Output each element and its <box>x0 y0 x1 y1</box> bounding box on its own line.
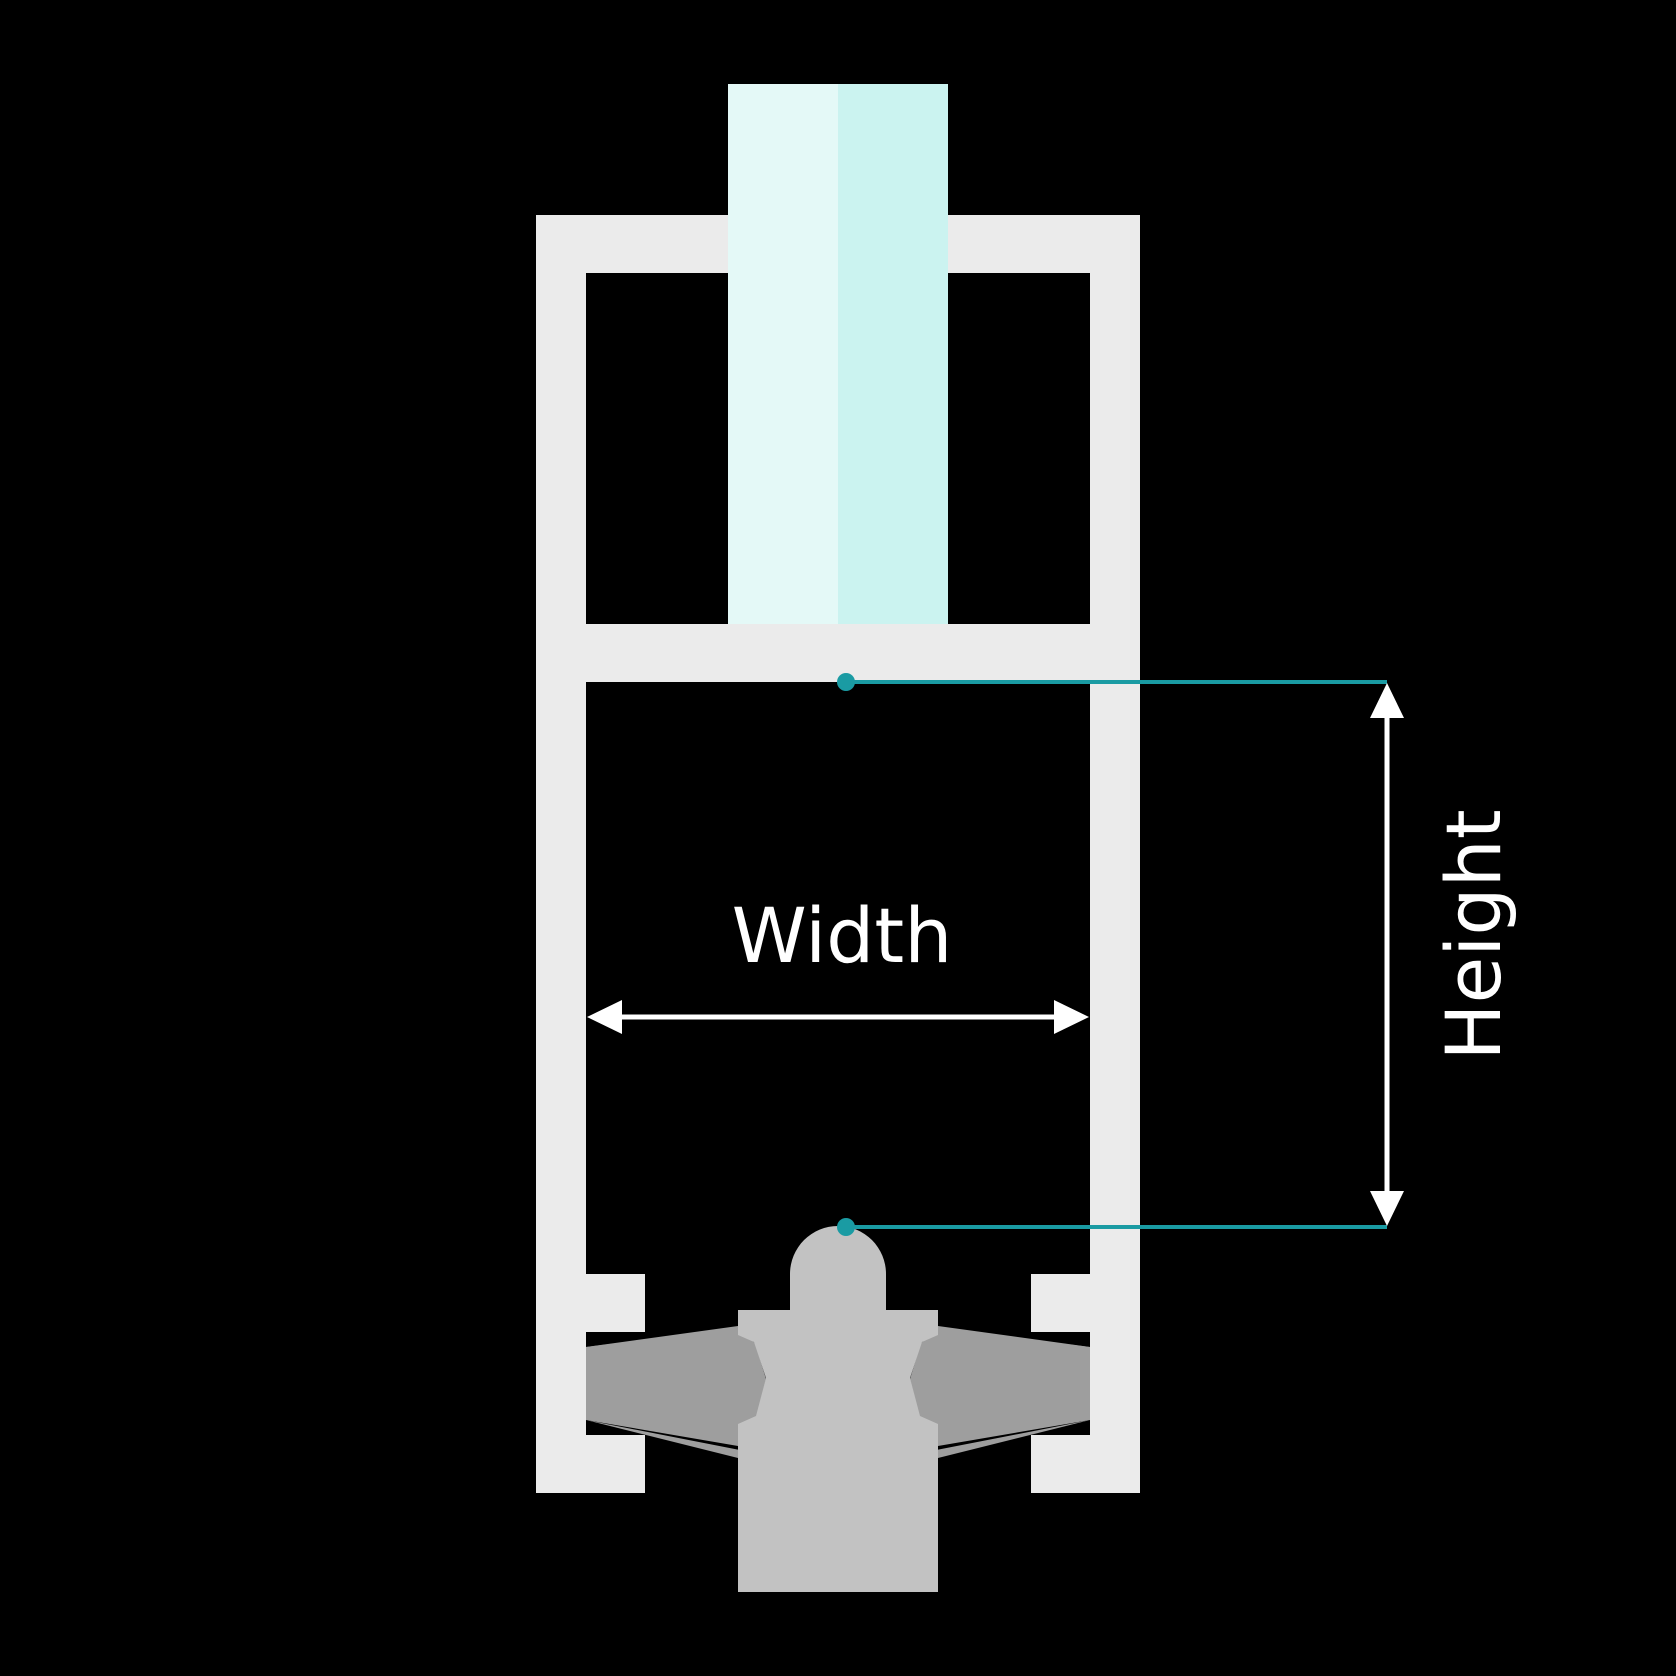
width-arrow-right-head <box>1054 1000 1089 1034</box>
clip-channels <box>536 1274 1140 1493</box>
height-dimension: Height <box>1370 683 1518 1226</box>
connector <box>586 1226 1090 1592</box>
left-fin-upper-edge <box>586 1326 738 1347</box>
width-label: Width <box>732 891 953 980</box>
connector-body <box>738 1226 938 1592</box>
top-reference-dot <box>837 673 855 691</box>
left-fin-lower-tab <box>646 1415 760 1440</box>
right-channel-upper-lip <box>1031 1274 1140 1332</box>
glass-panel <box>728 84 948 624</box>
left-fin-lower-edge <box>586 1420 750 1458</box>
right-fin-lower-edge <box>926 1420 1090 1458</box>
left-fin-shade <box>738 1342 764 1418</box>
left-fin-outer <box>586 1328 766 1446</box>
height-label: Height <box>1429 809 1518 1060</box>
height-arrow-bottom-head <box>1370 1191 1404 1226</box>
height-arrow-top-head <box>1370 683 1404 718</box>
width-dimension: Width <box>587 891 1089 1034</box>
middle-crossbar <box>536 624 1140 682</box>
left-channel-upper-lip <box>536 1274 645 1332</box>
right-fin-shade <box>912 1342 938 1418</box>
right-channel-lower-lip <box>1031 1435 1140 1493</box>
right-fin-upper-edge <box>938 1326 1090 1347</box>
height-reference-lines <box>837 673 1387 1236</box>
glass-left-pane <box>728 84 838 624</box>
glass-right-pane <box>838 84 948 624</box>
right-fin-lower-tab <box>916 1415 1030 1440</box>
left-channel-lower-lip <box>536 1435 645 1493</box>
bottom-reference-dot <box>837 1218 855 1236</box>
right-fin-outer <box>910 1328 1090 1446</box>
width-arrow-left-head <box>587 1000 622 1034</box>
